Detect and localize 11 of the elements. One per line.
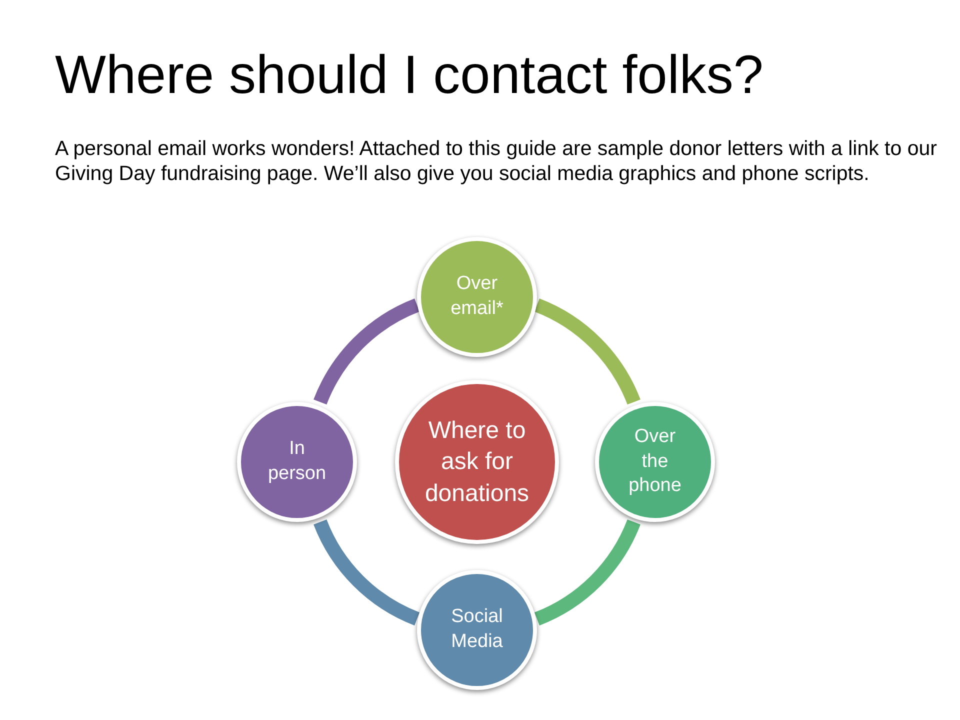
- intro-paragraph: A personal email works wonders! Attached to this guide are sample donor letters with a link to our Giving Day fundraising page. We’ll also give you social media graphics and phone scripts.: [55, 136, 938, 186]
- ring-arc: [534, 519, 640, 626]
- circle-label: Over the phone: [628, 424, 682, 498]
- slide-title: Where should I contact folks?: [55, 44, 764, 106]
- circle-label: In person: [266, 437, 328, 486]
- circle-label: Where to ask for donations: [424, 416, 530, 509]
- ring-arc: [314, 298, 420, 405]
- circle-label: Social Media: [450, 605, 504, 654]
- ring-arc: [314, 519, 420, 626]
- ring-arc: [534, 298, 640, 405]
- circle-label: Over email*: [450, 272, 504, 321]
